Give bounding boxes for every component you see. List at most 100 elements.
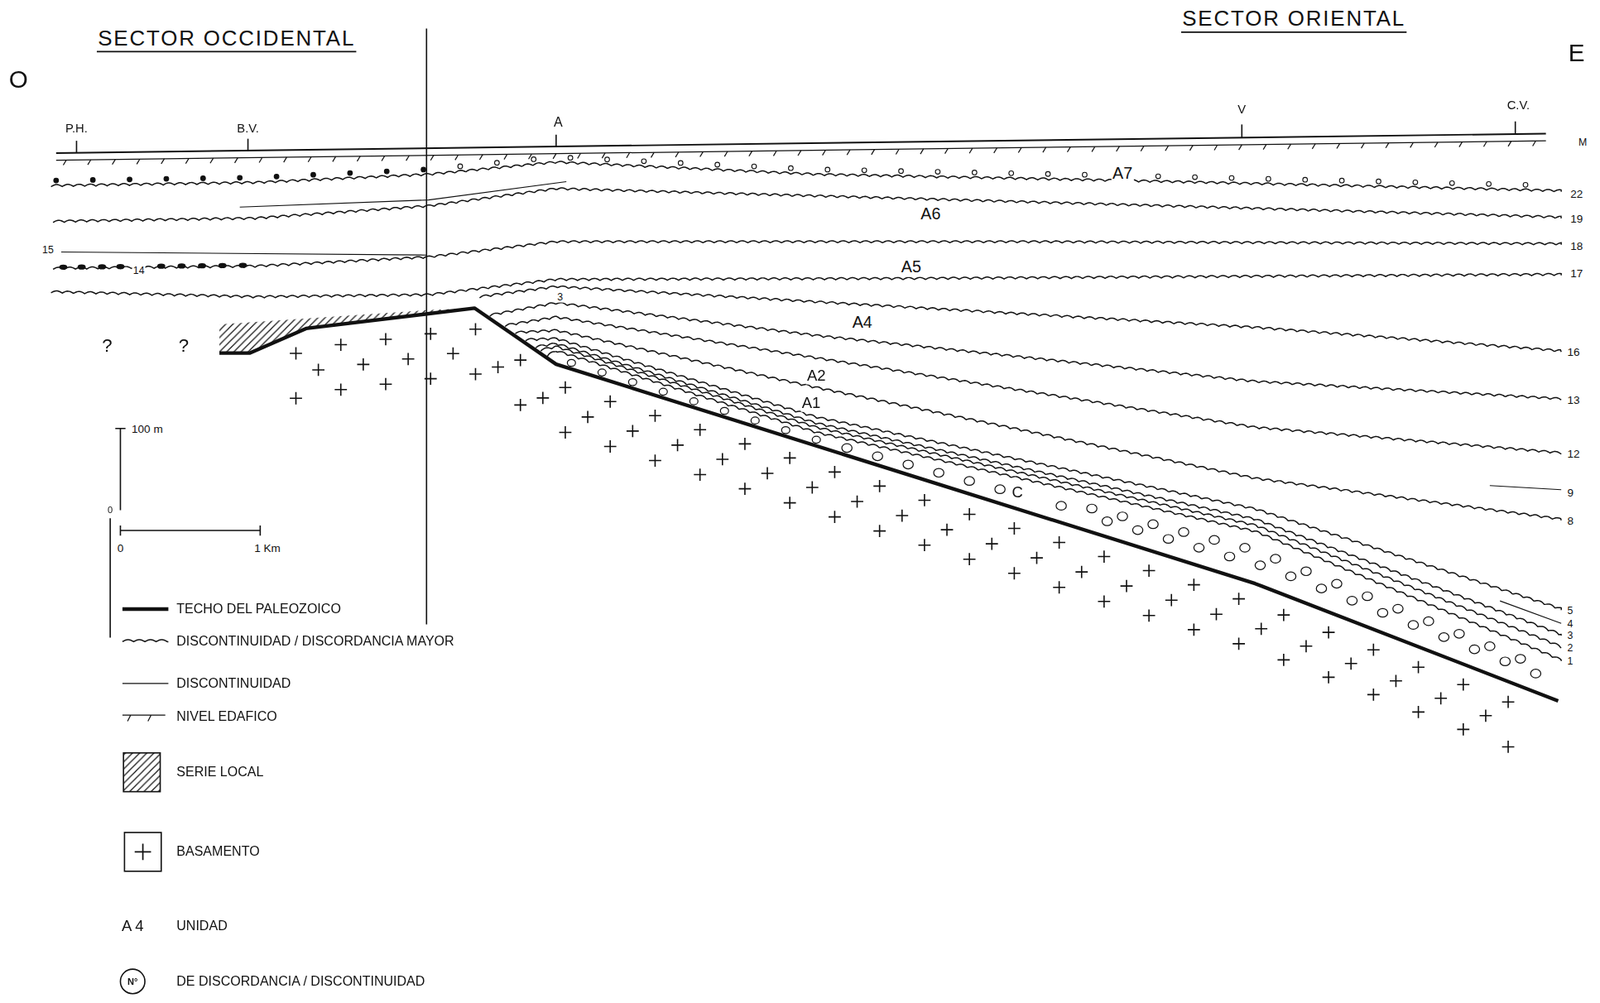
header-underline (1181, 31, 1407, 34)
basement-cross (985, 538, 999, 551)
gravel-dot (1045, 171, 1051, 177)
conglomerate-pebble (1178, 528, 1189, 537)
conglomerate-pebble (1270, 554, 1281, 563)
soil-tick (773, 150, 777, 156)
basement-cross (918, 494, 932, 507)
basement-cross (581, 410, 595, 423)
basement-cross (1434, 691, 1447, 705)
basement-cross (761, 467, 774, 481)
basement-cross (783, 496, 797, 510)
header-underline (96, 50, 356, 53)
map-label: 13 (1566, 393, 1581, 407)
conglomerate-pebble (1086, 504, 1097, 513)
basement-cross (806, 481, 819, 495)
conglomerate-pebble (1148, 519, 1158, 529)
soil-tick (749, 151, 753, 157)
gravel-dot (935, 169, 941, 175)
soil-tick (1165, 145, 1169, 151)
major-unconformity (479, 286, 1562, 353)
basement-cross (1232, 637, 1245, 650)
conglomerate-pebble (1316, 584, 1327, 593)
map-label: 2 (1566, 642, 1574, 654)
map-label: C.V. (1505, 99, 1531, 113)
soil-tick (1214, 144, 1218, 150)
gravel-dot (605, 157, 611, 163)
soil-tick (651, 152, 655, 158)
site-tick (555, 134, 558, 147)
basement-cross (1277, 653, 1290, 667)
basement-cross (1277, 609, 1290, 622)
soil-tick (1385, 143, 1389, 149)
gravel-dot (531, 157, 537, 163)
basement-cross (356, 358, 370, 371)
map-label: 15 (41, 244, 55, 256)
gravel-dot (1192, 174, 1198, 180)
basement-cross (1322, 671, 1336, 684)
gravel-dot (677, 160, 683, 166)
gravel-dot (788, 165, 794, 171)
basement-cross (446, 347, 460, 361)
major-unconformity (535, 343, 1562, 636)
level-blob (197, 263, 207, 269)
soil-tick (430, 155, 434, 161)
conglomerate-pebble (933, 468, 944, 477)
conglomerate-pebble (1162, 534, 1173, 543)
level-blob (177, 263, 187, 269)
basement-cross (491, 360, 505, 374)
soil-tick (1091, 146, 1096, 152)
basement-cross (1120, 580, 1134, 593)
soil-tick (1116, 146, 1120, 152)
basement-cross (1075, 566, 1088, 579)
soil-tick (1410, 142, 1414, 148)
basement-cross (626, 425, 640, 438)
gravel-dot (53, 177, 59, 183)
soil-tick (479, 154, 483, 160)
map-label: A4 (850, 313, 874, 332)
basement-cross (1232, 592, 1245, 606)
map-label: 1 Km (253, 542, 282, 555)
basement-cross (289, 347, 303, 361)
soil-tick (994, 148, 998, 154)
major-unconformity (515, 329, 1562, 520)
gravel-dot (421, 167, 427, 173)
basement-cross (693, 468, 707, 481)
soil-tick (871, 149, 875, 155)
map-label: A1 (801, 394, 822, 412)
gravel-dot (1302, 177, 1308, 183)
level-blob (97, 264, 106, 270)
basement-cross (873, 480, 886, 493)
map-label: B.V. (235, 121, 260, 135)
soil-tick (846, 149, 851, 155)
soil-tick (406, 155, 410, 161)
conglomerate-pebble (1239, 543, 1250, 553)
basement-cross (1389, 674, 1403, 688)
soil-tick (626, 153, 630, 159)
conglomerate-pebble (689, 398, 698, 405)
major-unconformity (51, 161, 1562, 193)
soil-tick (1532, 140, 1537, 146)
soil-tick (112, 159, 116, 165)
soil-tick (601, 153, 606, 159)
basement-cross (783, 451, 797, 465)
map-label: 4 (1566, 617, 1574, 630)
discontinuity (61, 251, 427, 255)
basement-cross (850, 495, 864, 509)
gravel-dot (1266, 176, 1272, 182)
basement-cross (963, 552, 976, 566)
soil-tick (1042, 147, 1047, 153)
discontinuity (1489, 485, 1562, 491)
legend-sample (124, 832, 161, 872)
conglomerate-pebble (781, 427, 790, 434)
gravel-dot (457, 163, 463, 169)
conglomerate-pebble (1438, 633, 1449, 642)
conglomerate-pebble (1377, 608, 1388, 617)
map-label: O (7, 66, 29, 94)
basement-cross (604, 395, 617, 409)
discontinuity (240, 181, 567, 207)
major-unconformity (52, 240, 1562, 270)
map-label: ? (100, 336, 114, 357)
gravel-dot (311, 172, 317, 178)
basement-cross (1008, 522, 1021, 535)
serie-local (219, 307, 475, 353)
